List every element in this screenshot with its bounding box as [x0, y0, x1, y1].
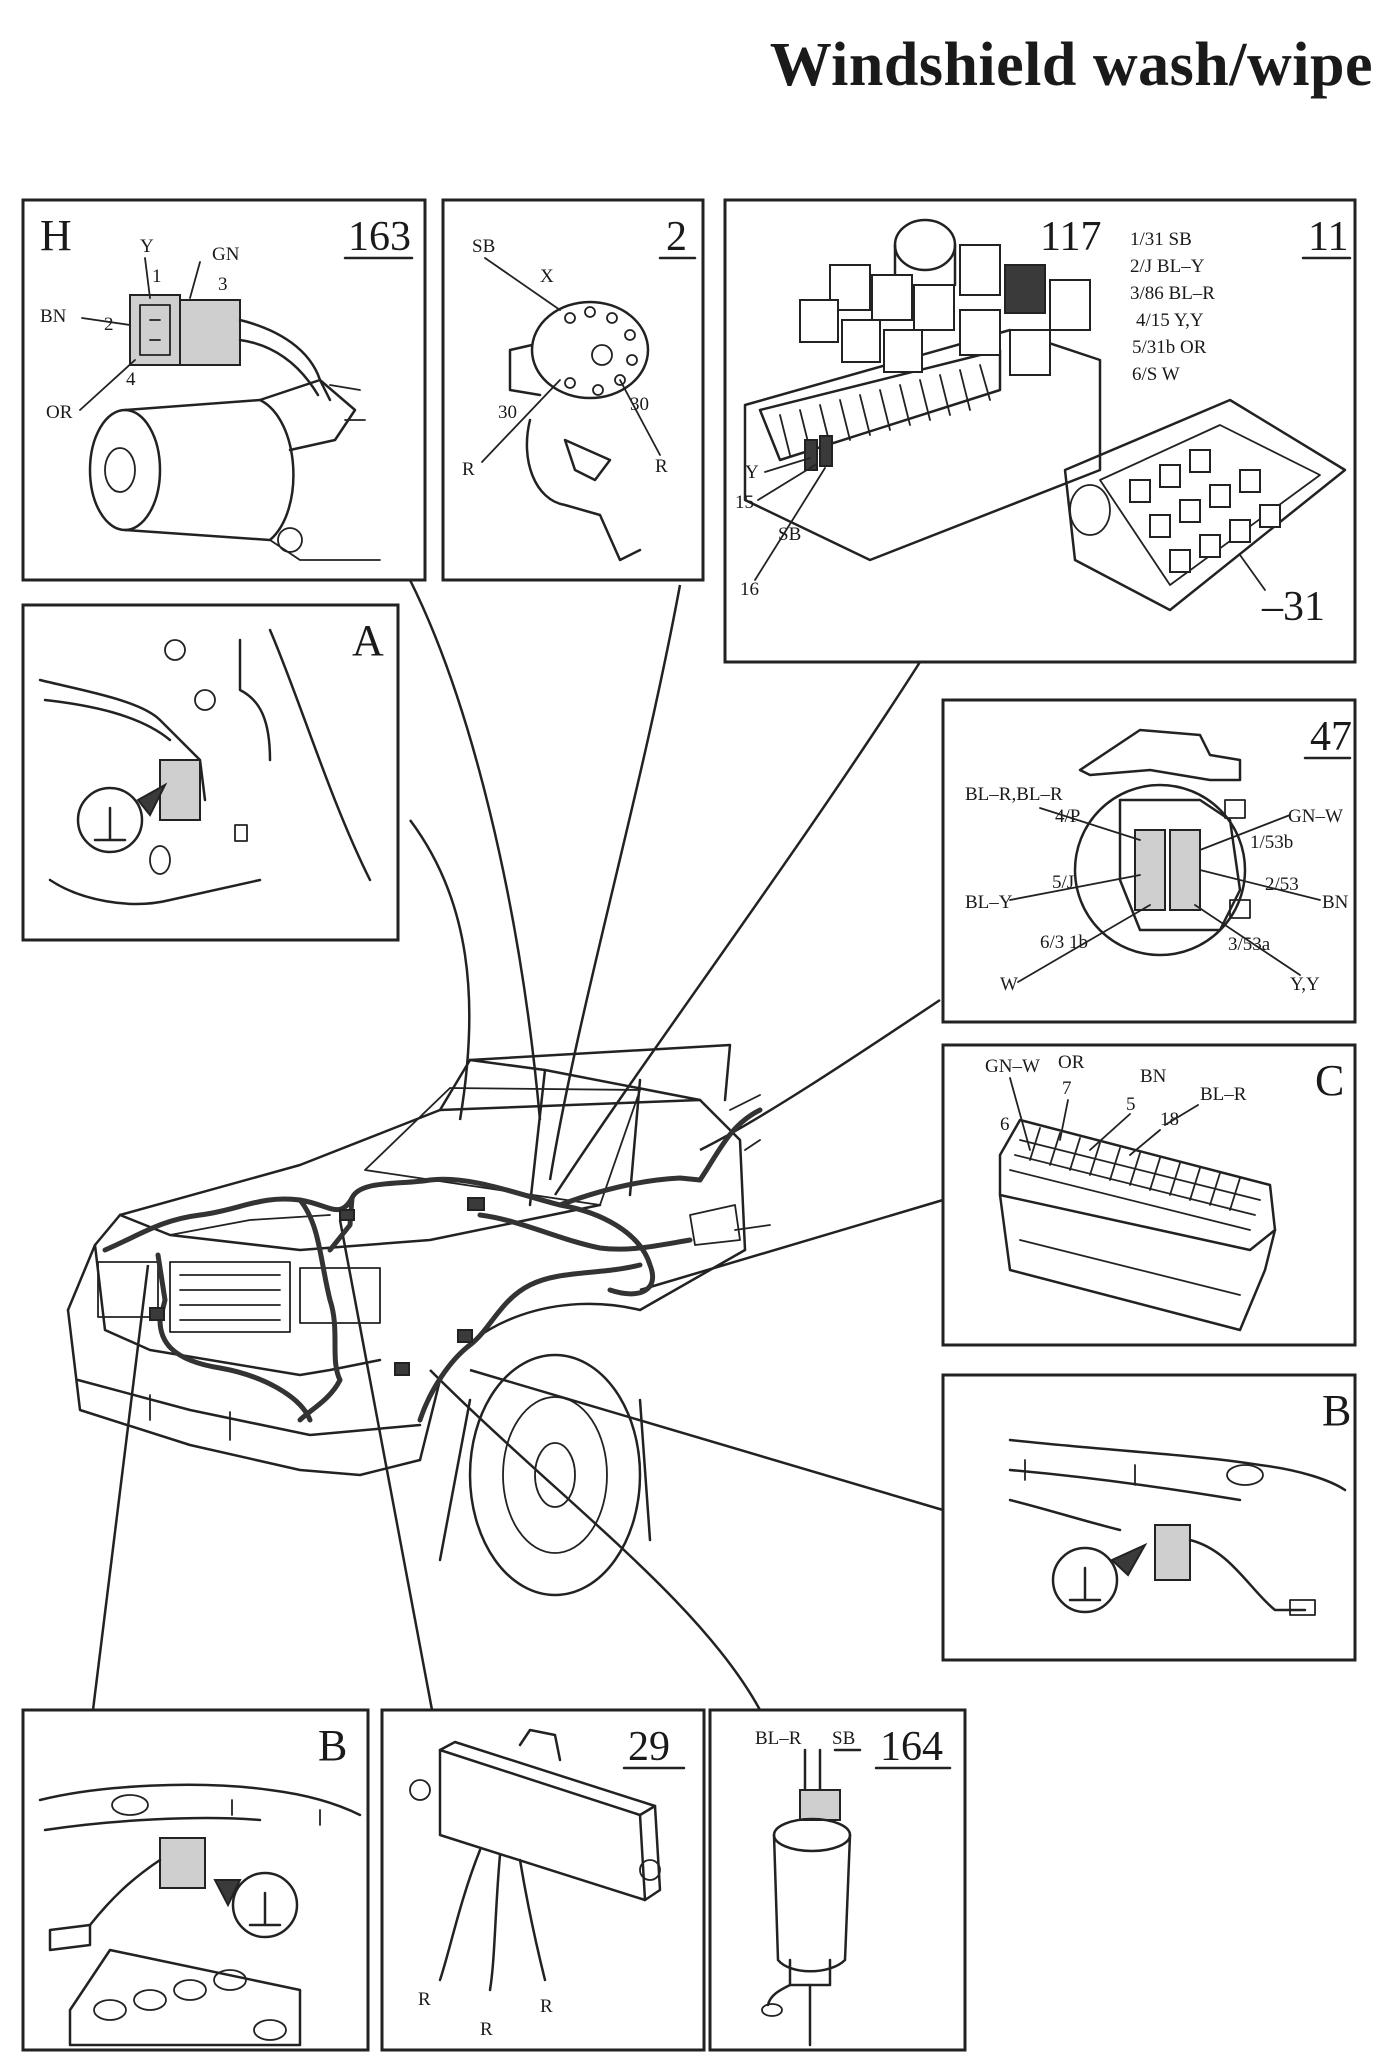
r117-y-label: Y: [745, 462, 759, 483]
panel-b-right: B: [941, 1373, 1357, 1662]
s47-yy-label: Y,Y: [1290, 974, 1320, 995]
panel-h163-number: 163: [348, 214, 411, 260]
p164-number: 164: [880, 1724, 943, 1770]
s47-number: 47: [1310, 714, 1352, 760]
leader-p164: [429, 1369, 762, 1711]
h163-pin-y-label: Y: [140, 236, 154, 257]
s2-r-b-label: R: [655, 456, 668, 477]
panel-s2-number: 2: [666, 214, 687, 260]
r117-legend-4: 4/15 Y,Y: [1136, 310, 1204, 331]
wiring-harness: [102, 1107, 763, 1423]
panel-r117: 117 11 1/31 SB 2/J BL–Y 3/86 BL–R 4/15 Y…: [723, 198, 1357, 664]
leader-c: [639, 1198, 944, 1292]
leader-a: [408, 819, 471, 1121]
r117-number: 117: [1040, 214, 1101, 260]
panel-c: C GN–W OR 7 BN 5 BL–R 18 6: [941, 1043, 1357, 1347]
r117-legend-5: 5/31b OR: [1132, 337, 1207, 358]
s47-w-label: W: [1000, 974, 1018, 995]
leader-h163: [408, 579, 542, 1121]
r117-31-label: –31: [1261, 584, 1325, 630]
r117-legend-1: 1/31 SB: [1130, 229, 1192, 250]
m29-r2-label: R: [480, 2019, 493, 2040]
s2-x-label: X: [540, 266, 554, 287]
c-or-label: OR: [1058, 1052, 1085, 1073]
panel-s2: 2 SB X 30 30 R R: [441, 198, 705, 582]
s47-253-label: 2/53: [1265, 874, 1299, 895]
c-blr-label: BL–R: [1200, 1084, 1247, 1105]
panel-h163-letter: H: [40, 211, 72, 260]
car-illustration: [66, 1043, 771, 1597]
leader-m29: [338, 1219, 434, 1711]
h163-pin-or-label: OR: [46, 402, 73, 423]
panel-b-right-letter: B: [1322, 1386, 1351, 1435]
c-bn-label: BN: [1140, 1066, 1167, 1087]
c-6-label: 6: [1000, 1114, 1010, 1135]
panel-b-left-letter: B: [318, 1721, 347, 1770]
panel-c-letter: C: [1315, 1056, 1344, 1105]
h163-pin-bn-label: BN: [40, 306, 67, 327]
s47-5j-label: 5/J: [1052, 872, 1074, 893]
r117-legend-6: 6/S W: [1132, 364, 1180, 385]
r117-sb-label: SB: [778, 524, 801, 545]
leader-r117: [553, 661, 922, 1196]
p164-blr-label: BL–R: [755, 1728, 802, 1749]
leader-s47: [699, 998, 941, 1152]
s47-bly-label: BL–Y: [965, 892, 1013, 913]
s2-r-a-label: R: [462, 459, 475, 480]
panel-a-letter: A: [352, 616, 384, 665]
m29-number: 29: [628, 1724, 670, 1770]
c-18-label: 18: [1160, 1109, 1179, 1130]
s47-631b-label: 6/3 1b: [1040, 932, 1088, 953]
s47-bn-label: BN: [1322, 892, 1349, 913]
r117-part-number: 11: [1308, 214, 1348, 260]
s47-gnw-label: GN–W: [1288, 806, 1343, 827]
panel-a: A: [21, 603, 400, 942]
r117-15-label: 15: [735, 492, 754, 513]
s47-blr-label: BL–R,BL–R: [965, 784, 1063, 805]
s2-30a-label: 30: [498, 402, 517, 423]
h163-pin-3-label: 3: [218, 274, 228, 295]
s2-sb-label: SB: [472, 236, 495, 257]
h163-pin-gn-label: GN: [212, 244, 240, 265]
r117-legend-3: 3/86 BL–R: [1130, 283, 1215, 304]
leader-lines: [91, 579, 944, 1711]
r117-legend: 1/31 SB 2/J BL–Y 3/86 BL–R 4/15 Y,Y 5/31…: [1130, 229, 1215, 385]
panel-m29: 29 R R R: [380, 1708, 706, 2052]
leader-b-left: [91, 1264, 150, 1711]
h163-pin-4-label: 4: [126, 369, 136, 390]
panel-b-left: B: [21, 1708, 370, 2052]
page-title: Windshield wash/wipe: [769, 31, 1373, 99]
r117-legend-2: 2/J BL–Y: [1130, 256, 1205, 277]
panel-h163: H 163 Y 1 GN 3 BN 2 4 OR: [21, 198, 427, 582]
h163-pin-2-label: 2: [104, 314, 114, 335]
panel-s47: 47 BL–R,BL–R 4/P GN–W 1/53b 5/J BL–Y 2/5…: [941, 698, 1357, 1024]
r117-16-label: 16: [740, 579, 759, 600]
m29-r1-label: R: [418, 1989, 431, 2010]
c-5-label: 5: [1126, 1094, 1136, 1115]
c-gnw-label: GN–W: [985, 1056, 1040, 1077]
s2-30b-label: 30: [630, 394, 649, 415]
leader-s2: [548, 584, 682, 1181]
m29-r3-label: R: [540, 1996, 553, 2017]
c-7-label: 7: [1062, 1078, 1072, 1099]
p164-sb-label: SB: [832, 1728, 855, 1749]
panel-p164: 164 BL–R SB: [708, 1708, 967, 2052]
s47-153b-label: 1/53b: [1250, 832, 1293, 853]
leader-b-right: [469, 1368, 944, 1512]
s47-353a-label: 3/53a: [1228, 934, 1271, 955]
h163-pin-1-label: 1: [152, 266, 162, 287]
